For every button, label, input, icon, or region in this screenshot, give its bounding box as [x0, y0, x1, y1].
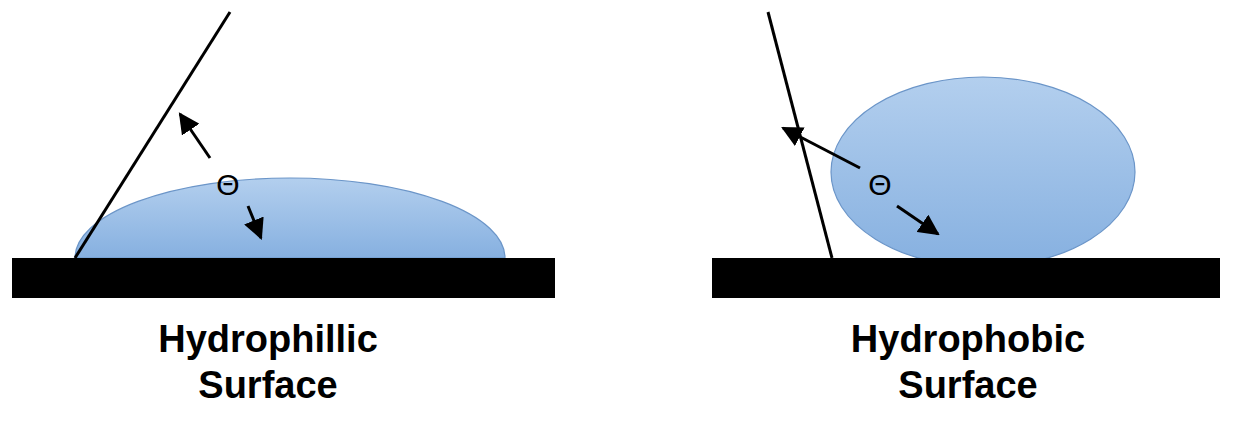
surface-caption: Hydrophobic Surface — [808, 316, 1128, 408]
angle-arrow — [897, 206, 938, 234]
surface-bar — [712, 258, 1220, 298]
angle-symbol: Θ — [868, 168, 891, 202]
water-droplet — [831, 77, 1135, 267]
surface-bar — [12, 258, 555, 298]
surface-caption: Hydrophillic Surface — [108, 316, 428, 408]
angle-arrow — [248, 206, 261, 238]
tangent-line — [75, 12, 230, 258]
tangent-line — [768, 12, 832, 258]
water-droplet — [75, 178, 505, 258]
angle-arrow — [180, 114, 210, 158]
angle-symbol: Θ — [216, 168, 239, 202]
angle-arrow — [783, 128, 860, 168]
